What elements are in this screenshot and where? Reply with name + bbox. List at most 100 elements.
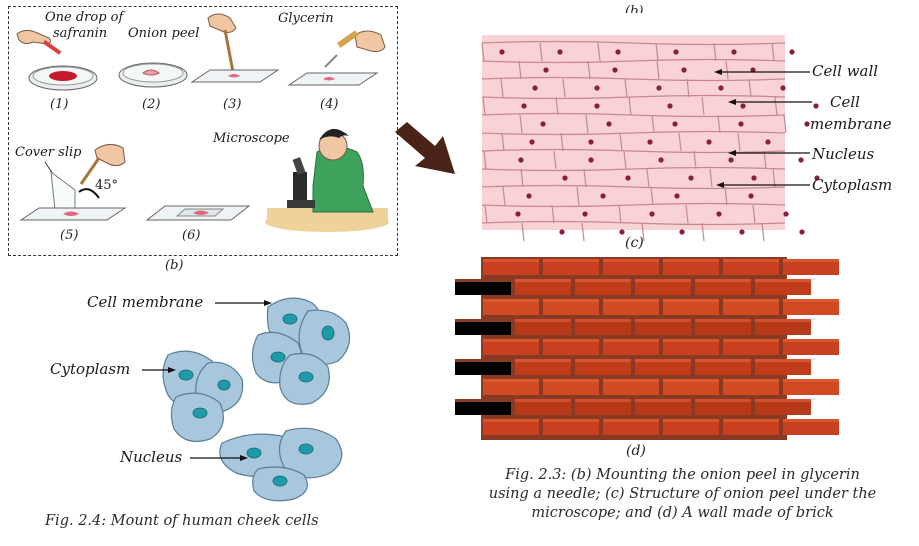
brick bbox=[603, 299, 659, 315]
brick bbox=[783, 259, 839, 275]
brick-highlight bbox=[755, 279, 811, 282]
onion-nucleus-dot bbox=[728, 157, 734, 163]
onion-nucleus-dot bbox=[649, 211, 655, 217]
brick bbox=[783, 299, 839, 315]
brick bbox=[483, 299, 539, 315]
onion-cell-wall-segment bbox=[628, 96, 632, 116]
onion-cell-wall-line bbox=[481, 130, 786, 136]
transition-arrow bbox=[395, 122, 455, 174]
brick bbox=[515, 319, 571, 335]
step-number-1: (1) bbox=[50, 97, 69, 112]
onion-cell-wall-segment bbox=[774, 96, 778, 116]
onion-cell-wall-segment bbox=[501, 132, 505, 152]
onion-nucleus-dot bbox=[499, 49, 505, 55]
onion-nucleus-dot bbox=[780, 85, 786, 91]
onion-cell-wall-segment bbox=[641, 222, 645, 242]
brick bbox=[695, 279, 751, 295]
onion-nucleus-dot bbox=[814, 175, 820, 181]
onion-nucleus-dot bbox=[739, 229, 745, 235]
brick bbox=[543, 379, 599, 395]
brick bbox=[575, 359, 631, 375]
brick-highlight bbox=[543, 339, 599, 342]
onion-cell-wall-segment bbox=[502, 186, 506, 206]
brick-highlight bbox=[635, 399, 691, 402]
brick bbox=[575, 399, 631, 415]
brick bbox=[723, 299, 779, 315]
onion-cell-wall-line bbox=[481, 76, 786, 82]
onion-cell-wall-segment bbox=[481, 42, 485, 62]
onion-cell-wall-line bbox=[481, 148, 786, 154]
brick bbox=[723, 379, 779, 395]
brick-highlight bbox=[723, 259, 779, 262]
brick bbox=[755, 399, 811, 415]
onion-cell-wall-line bbox=[481, 202, 786, 208]
onion-cell-wall-segment bbox=[624, 78, 628, 98]
onion-nucleus-dot bbox=[588, 139, 594, 145]
onion-cell-wall-segment bbox=[771, 42, 775, 62]
onion-cell-wall-segment bbox=[623, 150, 627, 170]
brick-highlight bbox=[663, 379, 719, 382]
step-number-5: (5) bbox=[60, 228, 79, 243]
microscope-label: Microscope bbox=[213, 131, 290, 146]
onion-cell-wall-segment bbox=[581, 222, 585, 242]
onion-nucleus-dot bbox=[557, 49, 563, 55]
brick-highlight bbox=[755, 399, 811, 402]
onion-cell-wall-segment bbox=[772, 168, 776, 188]
brick bbox=[723, 419, 779, 435]
onion-nucleus-dot bbox=[716, 211, 722, 217]
onion-nucleus-dot bbox=[656, 85, 662, 91]
fig-2-4-leader-lines bbox=[142, 300, 272, 461]
onion-cell-wall-segment bbox=[562, 78, 566, 98]
onion-nucleus-dot bbox=[765, 139, 771, 145]
brick-highlight bbox=[695, 399, 751, 402]
onion-cell-wall-segment bbox=[539, 42, 543, 62]
onion-cell-wall-segment bbox=[693, 150, 697, 170]
step-number-6: (6) bbox=[182, 228, 201, 243]
onion-nucleus-dot bbox=[532, 85, 538, 91]
panel-d-caption: (d) bbox=[626, 443, 646, 459]
brick bbox=[455, 359, 511, 375]
onion-cell-wall-line bbox=[481, 94, 786, 100]
panel-b-caption: (b) bbox=[165, 258, 184, 273]
onion-nucleus-dot bbox=[681, 67, 687, 73]
brick-highlight bbox=[455, 279, 511, 282]
onion-cell-wall-segment bbox=[725, 60, 729, 80]
fig-2-3-caption-line2: using a needle; (c) Structure of onion p… bbox=[488, 486, 877, 502]
onion-cell-wall-segment bbox=[646, 168, 650, 188]
brick-highlight bbox=[663, 419, 719, 422]
brick bbox=[543, 259, 599, 275]
brick bbox=[455, 279, 511, 295]
onion-nucleus-dot bbox=[789, 49, 795, 55]
onion-cell-wall-segment bbox=[724, 186, 728, 206]
label-cell-membrane-line2: membrane bbox=[810, 115, 892, 133]
brick-highlight bbox=[543, 299, 599, 302]
onion-cell-wall-segment bbox=[597, 42, 601, 62]
onion-cell-wall-segment bbox=[576, 186, 580, 206]
onion-nucleus-dot bbox=[658, 157, 664, 163]
brick bbox=[543, 339, 599, 355]
step1-label-line2: safranin bbox=[53, 26, 108, 41]
onion-nucleus-dot bbox=[798, 157, 804, 163]
brick bbox=[755, 279, 811, 295]
step3-illustration bbox=[190, 13, 280, 83]
onion-cell-wall-segment bbox=[587, 60, 591, 80]
onion-nucleus-dot bbox=[559, 229, 565, 235]
brick-highlight bbox=[723, 299, 779, 302]
brick-highlight bbox=[783, 379, 839, 382]
onion-peel-image bbox=[481, 35, 820, 242]
brick-highlight bbox=[483, 379, 539, 382]
brick bbox=[723, 259, 779, 275]
brick-highlight bbox=[695, 359, 751, 362]
brick-highlight bbox=[543, 379, 599, 382]
brick-highlight bbox=[515, 319, 571, 322]
label-nucleus: Nucleus bbox=[812, 145, 875, 163]
onion-nucleus-dot bbox=[606, 121, 612, 127]
onion-cell-wall-segment bbox=[483, 150, 487, 170]
step5-label: Cover slip bbox=[15, 145, 82, 160]
brick bbox=[663, 379, 719, 395]
brick bbox=[543, 419, 599, 435]
brick-highlight bbox=[603, 259, 659, 262]
brick-highlight bbox=[455, 359, 511, 362]
onion-nucleus-dot bbox=[679, 229, 685, 235]
brick-highlight bbox=[483, 419, 539, 422]
